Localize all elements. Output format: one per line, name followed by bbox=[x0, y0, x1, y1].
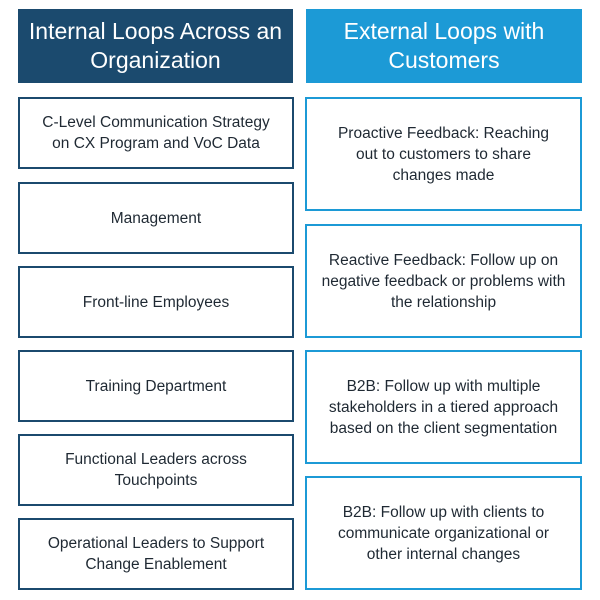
internal-loop-label: Operational Leaders to Support Change En… bbox=[47, 535, 265, 573]
internal-loop-box: Training Department bbox=[18, 350, 294, 422]
external-loops-header: External Loops with Customers bbox=[306, 9, 582, 83]
external-loop-box: Reactive Feedback: Follow up on negative… bbox=[305, 224, 582, 338]
internal-loop-label: C-Level Communication Strategy on CX Pro… bbox=[42, 114, 270, 152]
external-loop-box: B2B: Follow up with clients to communica… bbox=[305, 476, 582, 590]
internal-loop-label: Functional Leaders across Touchpoints bbox=[65, 451, 247, 489]
internal-loop-label: Front-line Employees bbox=[82, 293, 230, 311]
external-loop-label: Proactive Feedback: Reaching out to cust… bbox=[337, 124, 550, 184]
external-loop-label: B2B: Follow up with clients to communica… bbox=[337, 503, 550, 563]
internal-loop-box: Front-line Employees bbox=[18, 266, 294, 338]
external-loops-title: External Loops with Customers bbox=[343, 18, 545, 73]
external-loop-label: B2B: Follow up with multiple stakeholder… bbox=[328, 377, 559, 437]
internal-loop-box: Operational Leaders to Support Change En… bbox=[18, 518, 294, 590]
internal-loop-box: Management bbox=[18, 182, 294, 254]
external-loop-box: B2B: Follow up with multiple stakeholder… bbox=[305, 350, 582, 464]
internal-loops-header: Internal Loops Across an Organization bbox=[18, 9, 293, 83]
internal-loop-label: Management bbox=[110, 209, 202, 227]
internal-loop-label: Training Department bbox=[85, 377, 227, 395]
external-loop-label: Reactive Feedback: Follow up on negative… bbox=[321, 251, 566, 311]
internal-loop-box: Functional Leaders across Touchpoints bbox=[18, 434, 294, 506]
internal-loops-title: Internal Loops Across an Organization bbox=[28, 18, 283, 73]
external-loop-box: Proactive Feedback: Reaching out to cust… bbox=[305, 97, 582, 211]
internal-loop-box: C-Level Communication Strategy on CX Pro… bbox=[18, 97, 294, 169]
